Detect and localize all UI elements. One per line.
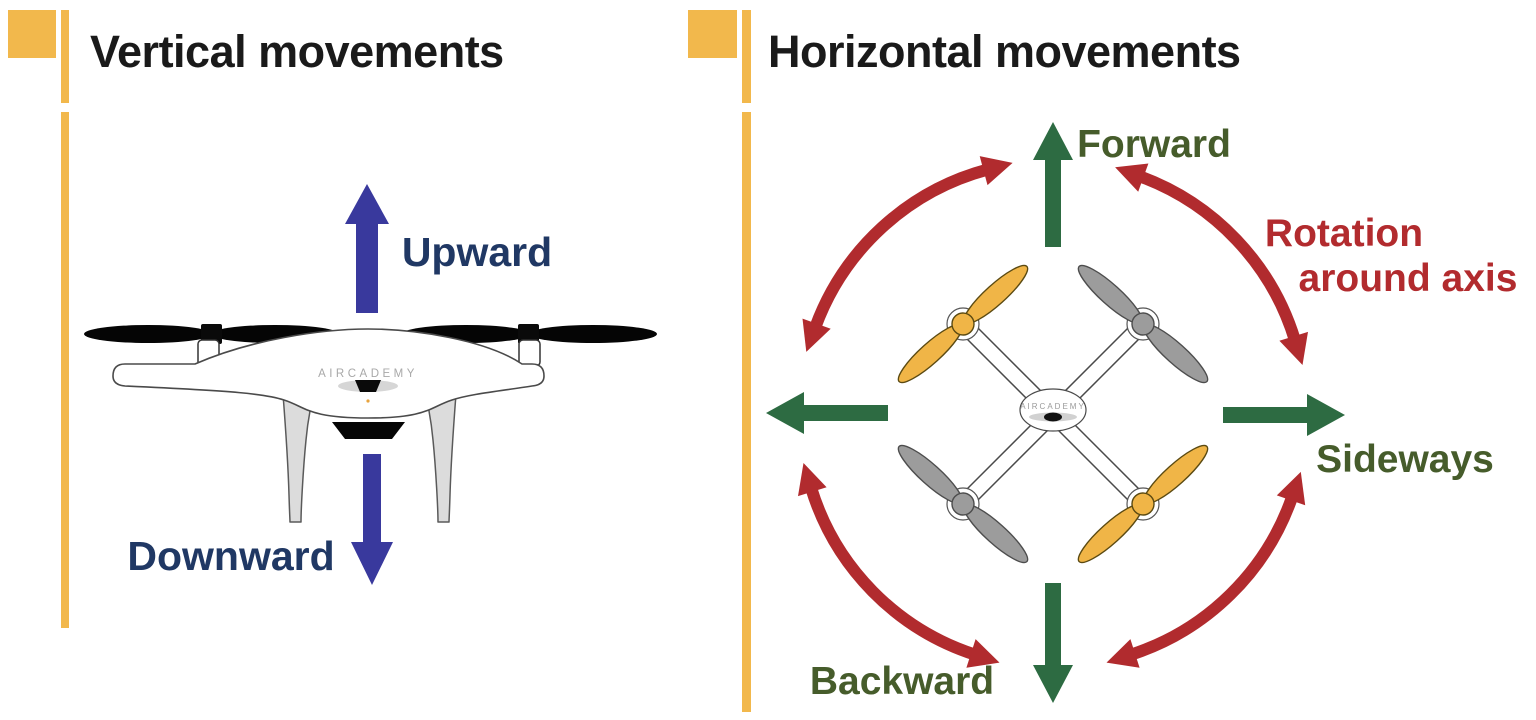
right-accent-square — [688, 10, 737, 58]
rotation-arrowhead — [1276, 471, 1306, 506]
battery-pack — [332, 422, 405, 439]
rotation-label-line1: Rotation — [1264, 212, 1424, 255]
rotation-label-line2: around axis — [1298, 257, 1518, 300]
rotation-arrowhead — [1115, 163, 1149, 192]
downward-label: Downward — [127, 533, 335, 579]
landing-leg-right — [424, 393, 457, 523]
rotation-arc-bottom-right — [1129, 494, 1298, 661]
propeller-left — [84, 324, 339, 344]
motor-mount-right — [518, 339, 541, 367]
left-panel-title: Vertical movements — [90, 26, 504, 77]
drone-brand-text-top: AIRCADEMY — [1020, 402, 1086, 411]
left-accent-bar-top — [61, 10, 69, 103]
rotation-arrowhead — [966, 639, 1000, 668]
propeller-rear-right-yellow — [1077, 444, 1209, 564]
drone-center-body — [1019, 388, 1087, 432]
drone-body — [112, 328, 545, 419]
rotation-arcs — [798, 156, 1308, 668]
landing-leg-left — [282, 393, 315, 523]
vertical-movements-illustration: AIRCADEMY — [84, 184, 657, 585]
forward-arrow — [1033, 122, 1073, 247]
rotation-arrowhead — [979, 156, 1013, 186]
direction-arrows — [766, 122, 1345, 703]
drone-side-view: AIRCADEMY — [84, 324, 657, 523]
sideways-label: Sideways — [1316, 438, 1494, 481]
rotation-arrowhead — [1106, 639, 1140, 668]
upward-label: Upward — [401, 229, 553, 275]
horizontal-movements-illustration: AIRCADEMY — [766, 122, 1345, 703]
forward-label: Forward — [1077, 123, 1231, 166]
downward-arrow — [351, 454, 393, 585]
rotation-arrowhead — [1279, 331, 1308, 365]
left-accent-bar-main — [61, 112, 69, 628]
propeller-front-right-gray — [1077, 264, 1209, 384]
right-accent-bar-main — [742, 112, 751, 712]
backward-label: Backward — [809, 660, 995, 703]
sideways-right-arrow — [1223, 394, 1345, 436]
rotation-arc-bottom-left — [805, 486, 977, 661]
right-panel-title: Horizontal movements — [768, 26, 1241, 77]
rotation-arrowhead — [802, 318, 831, 352]
rotation-arc-top-right — [1137, 170, 1301, 342]
propeller-rear-left-gray — [897, 444, 1029, 564]
drone-brand-text: AIRCADEMY — [318, 368, 418, 380]
left-accent-square — [8, 10, 56, 58]
propeller-front-left-yellow — [897, 264, 1029, 384]
upward-arrow — [345, 184, 389, 313]
drone-top-view: AIRCADEMY — [897, 264, 1209, 564]
camera-gimbal — [338, 380, 398, 403]
rotation-arc-top-left — [809, 163, 990, 330]
camera — [1044, 412, 1062, 422]
backward-arrow — [1033, 583, 1073, 703]
right-accent-bar-top — [742, 10, 751, 103]
sideways-left-arrow — [766, 392, 888, 434]
rotation-arrowhead — [798, 463, 827, 497]
